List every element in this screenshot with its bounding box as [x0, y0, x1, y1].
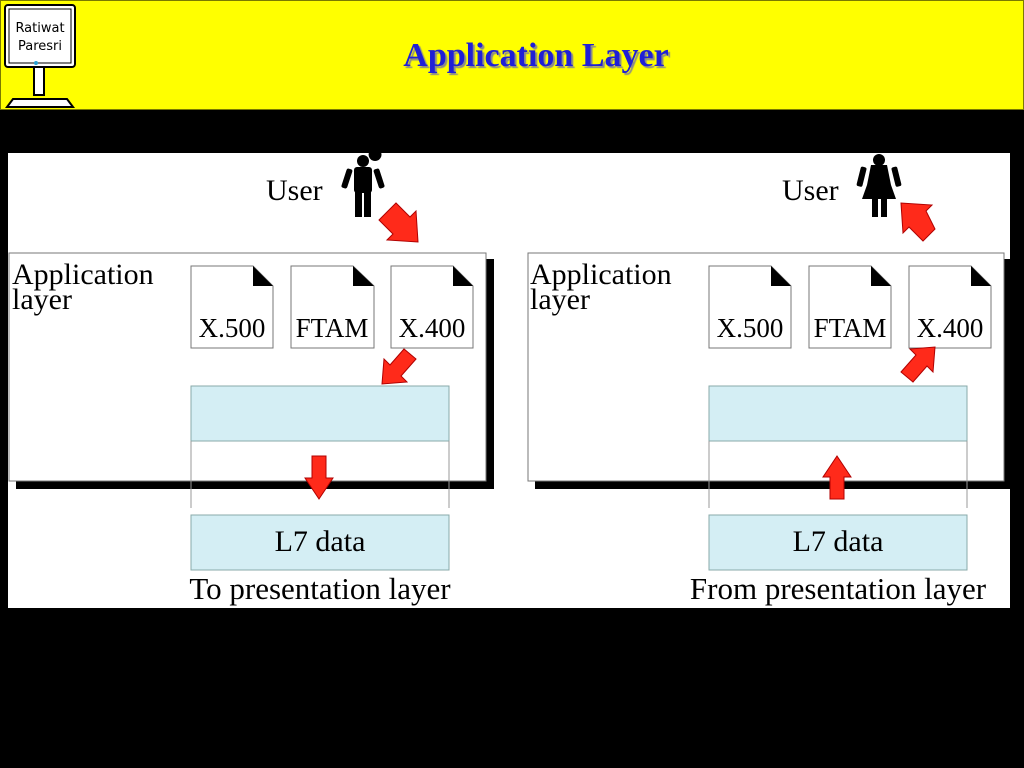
receiver-side: User Application layer X.500	[527, 154, 1010, 606]
receiver-l7-data: L7 data	[793, 525, 884, 558]
svg-text:X.400: X.400	[917, 313, 984, 343]
receiver-layer-label-line-1: Application	[530, 258, 672, 291]
svg-text:FTAM: FTAM	[296, 313, 369, 343]
sender-service-x400: X.400	[390, 265, 474, 349]
logo-text-line-1: Ratiwat	[15, 21, 64, 36]
sender-side: ● User Application layer X	[8, 153, 494, 606]
monitor-logo-icon: Ratiwat Paresri	[4, 4, 76, 108]
sender-layer-label-line-1: Application	[12, 258, 154, 291]
arrow-up-icon	[822, 455, 852, 500]
man-icon	[341, 155, 385, 217]
application-layer-diagram: ● User Application layer X	[8, 153, 1010, 608]
sender-service-ftam: FTAM	[290, 265, 375, 349]
arrow-up-right-icon	[900, 346, 936, 383]
receiver-caption: From presentation layer	[690, 571, 987, 606]
receiver-service-ftam: FTAM	[808, 265, 892, 349]
sender-caption: To presentation layer	[189, 571, 451, 606]
logo-text-line-2: Paresri	[18, 39, 62, 54]
svg-text:FTAM: FTAM	[814, 313, 887, 343]
sender-l7-data: L7 data	[275, 525, 366, 558]
arrow-down-right-icon	[378, 202, 419, 243]
arrow-up-left-icon	[900, 202, 936, 242]
woman-icon	[856, 154, 902, 217]
svg-text:X.500: X.500	[199, 313, 266, 343]
arrow-down-icon	[304, 455, 334, 500]
receiver-user-label: User	[782, 174, 839, 207]
slide-title: Application Layer	[403, 37, 669, 74]
svg-text:●: ●	[366, 153, 384, 170]
receiver-service-x400: X.400	[908, 265, 992, 349]
receiver-service-x500: X.500	[708, 265, 792, 349]
receiver-layer-label-line-2: layer	[530, 283, 590, 316]
slide-header: Ratiwat Paresri Application Layer	[0, 0, 1024, 110]
arrow-down-left-icon	[381, 348, 417, 385]
sender-layer-label-line-2: layer	[12, 283, 72, 316]
sender-user-label: User	[266, 174, 323, 207]
svg-text:X.400: X.400	[399, 313, 466, 343]
svg-text:X.500: X.500	[717, 313, 784, 343]
sender-service-x500: X.500	[190, 265, 274, 349]
